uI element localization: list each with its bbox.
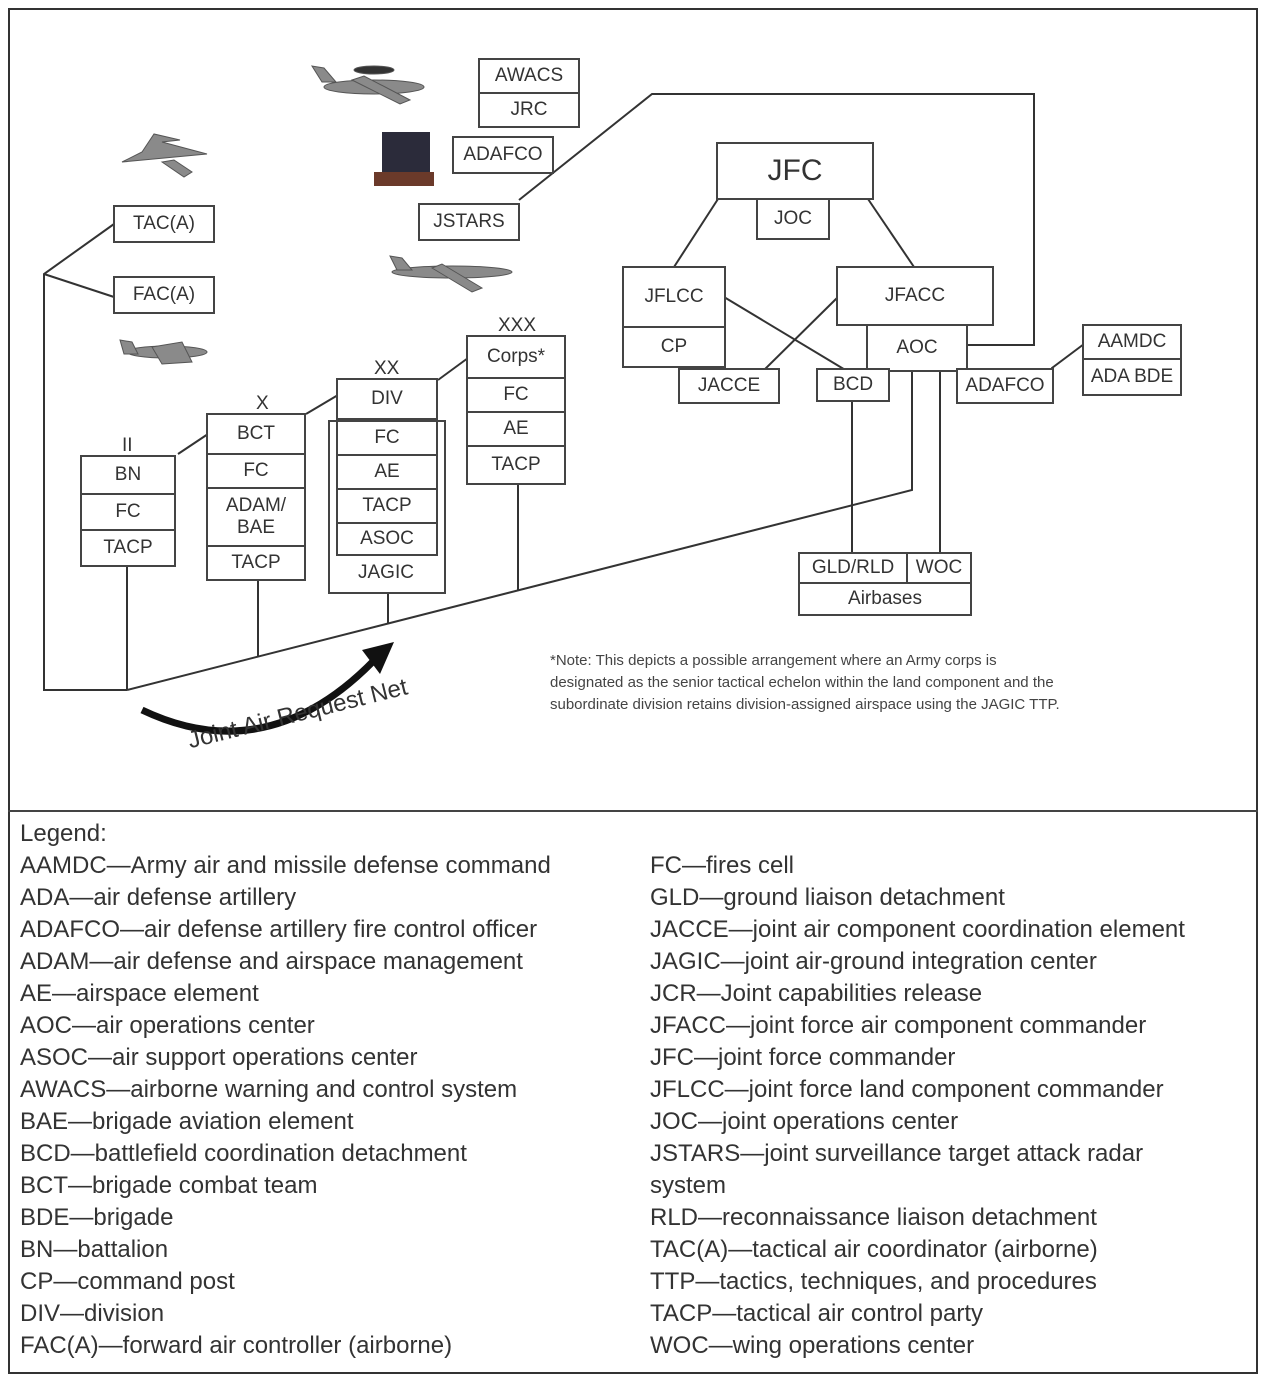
bct-box: BCT <box>206 413 306 455</box>
legend-entry: FAC(A)—forward air controller (airborne) <box>20 1332 453 1359</box>
legend-entry: ASOC—air support operations center <box>20 1044 418 1071</box>
legend-entry: TAC(A)—tactical air coordinator (airborn… <box>650 1236 1098 1263</box>
aoc-box: AOC <box>866 324 968 372</box>
bn-tacp-box: TACP <box>80 529 176 567</box>
legend-entry: JACCE—joint air component coordination e… <box>650 916 1185 943</box>
jfc-box: JFC <box>716 142 874 200</box>
legend-entry: AE—airspace element <box>20 980 259 1007</box>
legend-entry: GLD—ground liaison detachment <box>650 884 1005 911</box>
legend-entry: FC—fires cell <box>650 852 795 879</box>
legend-entry: BCD—battlefield coordination detachment <box>20 1140 467 1167</box>
jacce-box: JACCE <box>678 368 780 404</box>
bct-fc-box: FC <box>206 453 306 489</box>
bn-fc-box: FC <box>80 493 176 531</box>
legend-divider <box>8 810 1258 812</box>
div-tacp-box: TACP <box>336 488 438 524</box>
jflcc-box: JFLCC <box>622 266 726 328</box>
legend-entry: system <box>650 1172 727 1199</box>
woc-box: WOC <box>906 552 972 584</box>
connector-lines <box>43 65 1085 735</box>
legend-entry: TTP—tactics, techniques, and procedures <box>650 1268 1097 1295</box>
adafco-right-box: ADAFCO <box>956 368 1054 404</box>
legend-entry: ADAFCO—air defense artillery fire contro… <box>20 916 538 943</box>
ada-bde-box: ADA BDE <box>1082 358 1182 396</box>
div-ae-box: AE <box>336 454 438 490</box>
taca-box: TAC(A) <box>113 205 215 243</box>
arrowhead-icon <box>362 642 394 674</box>
radar-ground-station-icon <box>374 132 434 186</box>
cp-box: CP <box>622 326 726 368</box>
legend-entry: AAMDC—Army air and missile defense comma… <box>20 852 551 879</box>
legend-entry: ADAM—air defense and airspace management <box>20 948 523 975</box>
gld-rld-box: GLD/RLD <box>798 552 908 584</box>
legend-entry: DIV—division <box>20 1300 165 1327</box>
legend-entry: JFLCC—joint force land component command… <box>650 1076 1164 1103</box>
legend-entry: JOC—joint operations center <box>650 1108 959 1135</box>
legend-left-column: AAMDC—Army air and missile defense comma… <box>20 850 551 1362</box>
aamdc-box: AAMDC <box>1082 324 1182 360</box>
legend-entry: JFC—joint force commander <box>650 1044 956 1071</box>
jstars-box: JSTARS <box>418 203 520 241</box>
legend-entry: JFACC—joint force air component commande… <box>650 1012 1147 1039</box>
legend-entry: JCR—Joint capabilities release <box>650 980 983 1007</box>
div-echelon-symbol: XX <box>374 358 400 379</box>
asoc-box: ASOC <box>336 522 438 556</box>
legend-entry: AWACS—airborne warning and control syste… <box>20 1076 518 1103</box>
corps-tacp-box: TACP <box>466 445 566 485</box>
legend-entry: JAGIC—joint air-ground integration cente… <box>650 948 1097 975</box>
jagic-label: JAGIC <box>358 562 414 583</box>
corps-fc-box: FC <box>466 377 566 413</box>
bn-box: BN <box>80 455 176 495</box>
legend-entry: JSTARS—joint surveillance target attack … <box>650 1140 1144 1167</box>
legend-entry: CP—command post <box>20 1268 235 1295</box>
corps-ae-box: AE <box>466 411 566 447</box>
bct-tacp-box: TACP <box>206 545 306 581</box>
request-net-arrow <box>140 649 385 735</box>
adam-bae-box: ADAM/ BAE <box>206 487 306 547</box>
legend-entry: BDE—brigade <box>20 1204 174 1231</box>
legend-entry: TACP—tactical air control party <box>650 1300 983 1327</box>
legend-entry: ADA—air defense artillery <box>20 884 297 911</box>
legend-entry: RLD—reconnaissance liaison detachment <box>650 1204 1097 1231</box>
jrc-box: JRC <box>478 92 580 128</box>
bct-echelon-symbol: X <box>256 393 269 414</box>
corps-echelon-symbol: XXX <box>498 315 537 336</box>
bcd-box: BCD <box>816 368 890 402</box>
adafco-top-box: ADAFCO <box>452 136 554 174</box>
legend-entry: BCT—brigade combat team <box>20 1172 318 1199</box>
legend-entry: BN—battalion <box>20 1236 169 1263</box>
fighter-jet-icon <box>121 133 208 178</box>
figure-frame: AWACS JRC ADAFCO JSTARS TAC(A) FAC(A) II… <box>8 8 1258 1374</box>
awacs-aircraft-icon <box>310 65 425 105</box>
jstars-aircraft-icon <box>389 255 513 293</box>
diagram-note: *Note: This depicts a possible arrangeme… <box>550 652 1060 713</box>
joc-box: JOC <box>756 198 830 240</box>
legend-entry: AOC—air operations center <box>20 1012 315 1039</box>
bn-echelon-symbol: II <box>122 435 133 456</box>
corps-box: Corps* <box>466 335 566 379</box>
legend-title: Legend: <box>20 820 107 847</box>
legend-entry: BAE—brigade aviation element <box>20 1108 354 1135</box>
attack-aircraft-icon <box>119 339 208 365</box>
faca-box: FAC(A) <box>113 276 215 314</box>
awacs-box: AWACS <box>478 58 580 94</box>
div-fc-box: FC <box>336 420 438 456</box>
legend-entry: WOC—wing operations center <box>650 1332 975 1359</box>
div-box: DIV <box>336 378 438 420</box>
airbases-box: Airbases <box>798 582 972 616</box>
jfacc-box: JFACC <box>836 266 994 326</box>
